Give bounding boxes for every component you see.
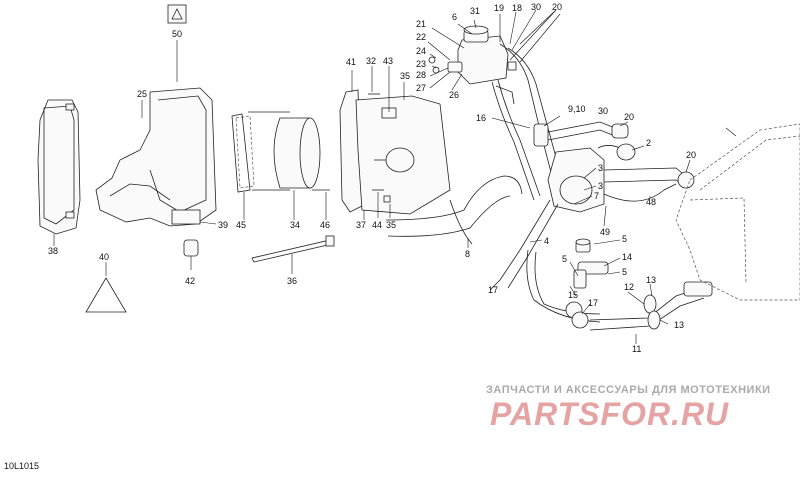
callout-30: 30	[531, 2, 541, 12]
callout-5a: 5	[622, 234, 627, 244]
watermark-brand: PARTSFOR.RU	[490, 396, 730, 432]
callout-23: 23	[416, 59, 426, 69]
screw-parts	[368, 66, 405, 218]
callout-39: 39	[218, 220, 228, 230]
callout-45: 45	[236, 220, 246, 230]
callout-20b: 20	[624, 112, 634, 122]
callout-3a: 3	[598, 163, 603, 173]
gasket-part	[231, 113, 255, 220]
callout-22: 22	[416, 32, 426, 42]
return-hose-part	[603, 183, 677, 227]
callout-4: 4	[544, 236, 549, 246]
air-filter-part	[248, 111, 321, 220]
callout-19: 19	[494, 3, 504, 13]
callout-6: 6	[452, 12, 457, 22]
callout-26: 26	[449, 90, 459, 100]
callout-44: 44	[372, 220, 382, 230]
callout-34: 34	[290, 220, 300, 230]
callout-13b: 13	[674, 320, 684, 330]
callout-24: 24	[416, 46, 426, 56]
callout-50: 50	[172, 29, 182, 39]
diagram-code: 10L1015	[4, 461, 40, 471]
grommet-part	[183, 239, 199, 270]
callout-35: 35	[386, 220, 396, 230]
callout-18: 18	[512, 3, 522, 13]
callout-47: 48	[646, 197, 656, 207]
callout-8: 8	[465, 249, 470, 259]
airbox-body-part	[95, 87, 217, 227]
bolt-part	[312, 189, 330, 220]
lower-hose-assembly-part	[489, 199, 601, 323]
callout-3b: 3	[598, 181, 603, 191]
callout-17a: 17	[488, 285, 498, 295]
intake-duct-part	[385, 175, 523, 248]
callout-46: 46	[320, 220, 330, 230]
callout-31: 31	[470, 6, 480, 16]
callout-20c: 20	[686, 150, 696, 160]
watermark-caption: ЗАПЧАСТИ И АКСЕССУАРЫ ДЛЯ МОТОТЕХНИКИ	[486, 384, 771, 396]
callout-30b: 30	[598, 106, 608, 116]
callout-15: 15	[568, 290, 578, 300]
callout-42: 42	[185, 276, 195, 286]
hose-fittings-part	[565, 238, 621, 329]
warning-label-part	[167, 4, 187, 82]
callout-14: 14	[622, 252, 632, 262]
callout-27: 27	[416, 83, 426, 93]
callout-20: 20	[552, 2, 562, 12]
callout-36: 36	[287, 276, 297, 286]
coolant-reservoir-part	[427, 19, 509, 91]
callout-38: 38	[48, 246, 58, 256]
callout-40: 40	[99, 252, 109, 262]
callout-35: 35	[400, 71, 410, 81]
intake-silencer-part	[339, 70, 451, 220]
callout-16: 16	[476, 113, 486, 123]
callout-43: 43	[383, 56, 393, 66]
callout-17b: 17	[588, 298, 598, 308]
callout-37: 37	[356, 220, 366, 230]
callout-5c: 5	[622, 267, 627, 277]
thermostat-housing-part	[491, 115, 629, 147]
triangle-symbol	[85, 262, 127, 313]
callout-21: 21	[416, 19, 426, 29]
water-pump-part	[547, 143, 695, 213]
callout-9-10: 9,10	[568, 104, 586, 114]
callout-12: 12	[624, 282, 634, 292]
body-panel-part	[675, 123, 800, 301]
callout-48: 49	[600, 227, 610, 237]
callout-41: 41	[346, 57, 356, 67]
callout-28: 28	[416, 70, 426, 80]
callout-25: 25	[137, 89, 147, 99]
airbox-cover-part	[37, 99, 81, 246]
callout-32: 32	[366, 56, 376, 66]
callout-11: 11	[632, 344, 641, 354]
outlet-hoses-part	[589, 281, 713, 344]
callout-2: 2	[646, 138, 651, 148]
callout-5b: 5	[562, 254, 567, 264]
callout-13a: 13	[646, 275, 656, 285]
callout-labels: 50 25 38 39 40 42 45 34 46 36 41 32 43 3…	[48, 2, 696, 354]
reservoir-hoses-part	[491, 9, 561, 201]
callout-7: 7	[594, 191, 599, 201]
long-rod-part	[251, 235, 335, 274]
